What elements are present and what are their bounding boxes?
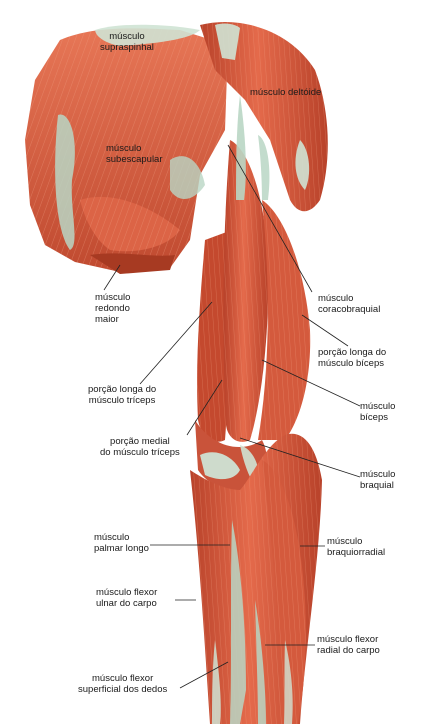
- leader-braquial: [239, 437, 361, 478]
- label-line: músculo: [109, 31, 145, 42]
- label-line: ulnar do carpo: [96, 598, 157, 609]
- leader-redondo: [103, 264, 121, 291]
- label-musculo-flexor-ulnar: músculo flexor ulnar do carpo: [96, 587, 157, 609]
- label-musculo-flexor-superficial: músculo flexor superficial dos dedos: [78, 673, 167, 695]
- label-line: porção longa do: [318, 347, 387, 358]
- label-line: músculo: [95, 292, 131, 303]
- label-musculo-biceps: músculo bíceps: [360, 401, 395, 423]
- label-line: músculo deltóide: [250, 87, 322, 98]
- label-line: bíceps: [360, 412, 388, 423]
- upper-arm-region: [197, 95, 311, 442]
- label-line: maior: [95, 314, 119, 325]
- leader-porcao-longa-triceps: [139, 301, 213, 385]
- label-line: músculo tríceps: [88, 395, 156, 406]
- leader-flexor-superficial: [179, 661, 229, 689]
- label-line: braquial: [360, 480, 394, 491]
- label-line: radial do carpo: [317, 645, 380, 656]
- label-line: músculo: [318, 293, 354, 304]
- label-musculo-braquial: músculo braquial: [360, 469, 395, 491]
- label-line: porção medial: [110, 436, 170, 447]
- label-musculo-redondo-maior: músculo redondo maior: [95, 292, 130, 325]
- label-musculo-subescapular: músculo subescapular: [106, 143, 163, 165]
- leader-biceps: [261, 359, 361, 407]
- label-line: palmar longo: [94, 543, 149, 554]
- label-line: músculo: [106, 143, 142, 154]
- label-musculo-supraspinhal: músculo supraspinhal: [100, 31, 154, 53]
- label-musculo-deltoide: músculo deltóide: [250, 87, 321, 98]
- label-line: redondo: [95, 303, 130, 314]
- label-line: superficial dos dedos: [78, 684, 168, 695]
- label-musculo-coracobraquial: músculo coracobraquial: [318, 293, 380, 315]
- scapula-region: [25, 24, 228, 274]
- label-line: braquiorradial: [327, 547, 386, 558]
- label-line: músculo: [360, 401, 396, 412]
- label-musculo-braquiorradial: músculo braquiorradial: [327, 536, 385, 558]
- label-line: subescapular: [106, 154, 163, 165]
- label-line: músculo: [94, 532, 130, 543]
- label-line: músculo flexor: [96, 587, 158, 598]
- leader-coracobraquial: [227, 144, 313, 293]
- label-line: músculo flexor: [317, 634, 379, 645]
- label-porcao-longa-biceps: porção longa do músculo bíceps: [318, 347, 386, 369]
- label-porcao-medial-triceps: porção medial do músculo tríceps: [100, 436, 180, 458]
- label-musculo-palmar-longo: músculo palmar longo: [94, 532, 149, 554]
- label-line: músculo: [360, 469, 396, 480]
- leader-porcao-longa-biceps: [301, 314, 349, 347]
- forearm-region: [190, 433, 322, 724]
- label-line: músculo: [327, 536, 363, 547]
- label-line: coracobraquial: [318, 304, 381, 315]
- leader-porcao-medial-triceps: [186, 379, 223, 436]
- label-line: músculo flexor: [92, 673, 154, 684]
- leader-lines: [103, 144, 361, 689]
- label-line: do músculo tríceps: [100, 447, 180, 458]
- label-musculo-flexor-radial: músculo flexor radial do carpo: [317, 634, 380, 656]
- label-porcao-longa-triceps: porção longa do músculo tríceps: [88, 384, 156, 406]
- label-line: músculo bíceps: [318, 358, 385, 369]
- label-line: supraspinhal: [100, 42, 154, 53]
- label-line: porção longa do: [88, 384, 157, 395]
